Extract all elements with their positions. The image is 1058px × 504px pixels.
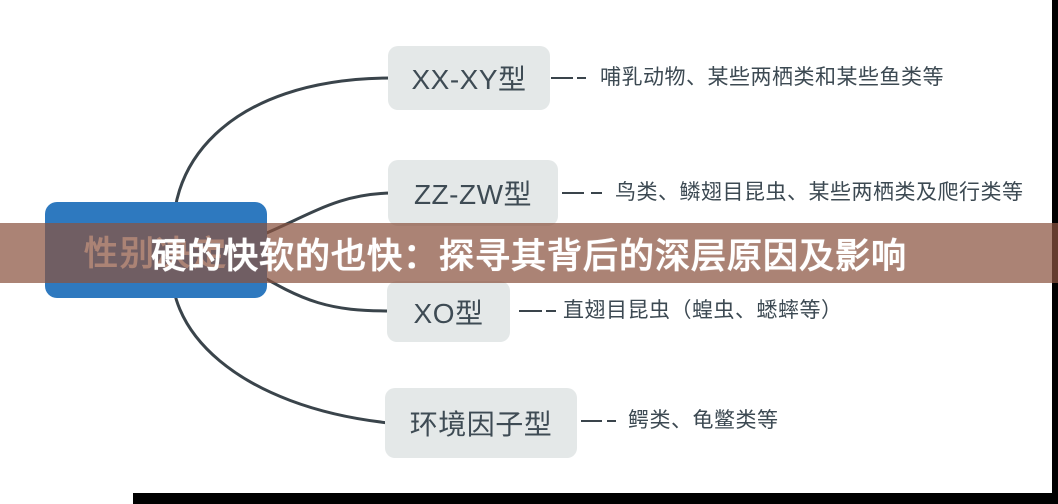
node-environment-label: 环境因子型 [409, 409, 553, 440]
connector-environment-long [581, 420, 602, 422]
desc-xo: 直翅目昆虫（蝗虫、蟋蟀等） [563, 299, 843, 322]
title-banner-overlay [0, 223, 1058, 283]
desc-xx-xy: 哺乳动物、某些两栖类和某些鱼类等 [600, 66, 944, 89]
banner-title: 硬的快软的也快：探寻其背后的深层原因及影响 [150, 236, 907, 276]
connector-xx-xy-short [577, 77, 586, 79]
connector-xo-long [519, 310, 542, 312]
connector-environment-short [607, 420, 616, 422]
node-xo: XO型 [387, 281, 510, 342]
desc-zz-zw: 鸟类、鳞翅目昆虫、某些两栖类及爬行类等 [615, 181, 1024, 204]
node-xo-label: XO型 [413, 297, 484, 329]
bottom-frame-bar [133, 493, 1058, 504]
node-xx-xy: XX-XY型 [388, 46, 550, 110]
node-xx-xy-label: XX-XY型 [411, 64, 527, 95]
node-zz-zw: ZZ-ZW型 [388, 160, 558, 226]
node-environment: 环境因子型 [385, 388, 577, 458]
connector-zz-zw-short [591, 192, 602, 194]
node-zz-zw-label: ZZ-ZW型 [413, 179, 533, 210]
connector-xx-xy-long [551, 77, 573, 79]
desc-environment: 鳄类、龟鳖类等 [628, 409, 779, 432]
connector-xo-short [546, 310, 556, 312]
connector-zz-zw-long [562, 192, 584, 194]
